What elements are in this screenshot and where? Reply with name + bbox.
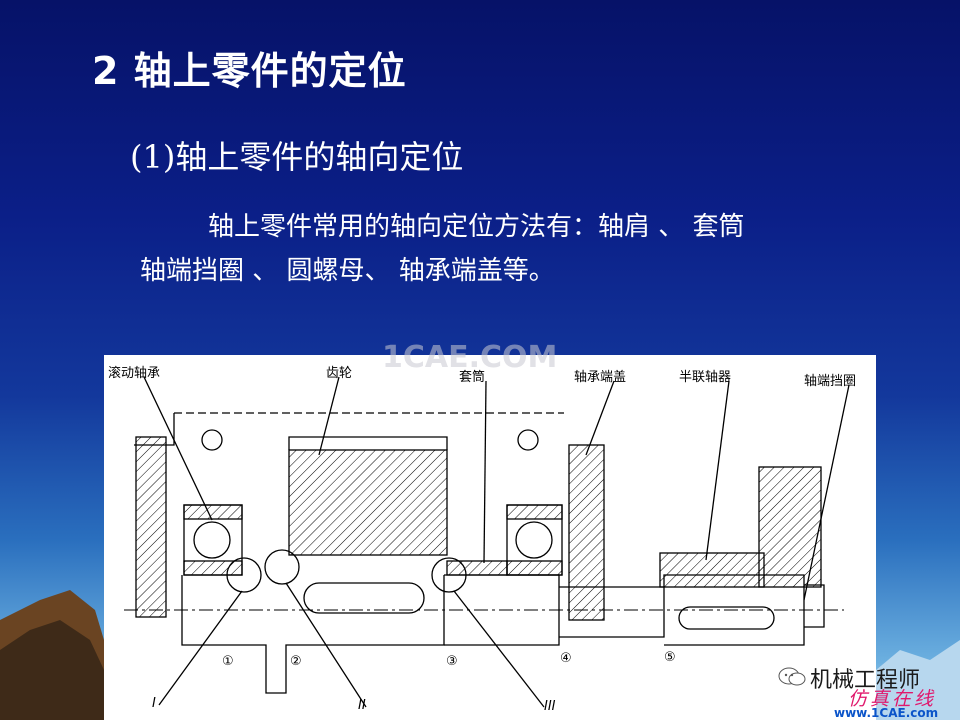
label-gear: 齿轮 (326, 366, 352, 381)
background-mountains (0, 590, 960, 720)
watermark: 1CAE.COM (382, 340, 558, 375)
section-III: III (544, 699, 556, 714)
position-number-1: ① (222, 654, 234, 669)
wechat-icon (778, 667, 806, 686)
label-sleeve: 套筒 (459, 369, 485, 385)
label-rolling-bearing: 滚动轴承 (108, 365, 160, 381)
label-half-coupling: 半联轴器 (679, 370, 731, 385)
label-bearing-cover: 轴承端盖 (574, 370, 626, 385)
brand-subtitle: 仿真在线 (848, 688, 937, 710)
position-number-3: ③ (446, 654, 458, 669)
slide-subtitle: (1)轴上零件的轴向定位 (130, 138, 464, 176)
position-number-5: ⑤ (664, 650, 676, 665)
section-II: II (358, 698, 366, 713)
position-number-4: ④ (560, 651, 572, 666)
brand-badge: 机械工程师 仿真在线 www.1CAE.com (774, 656, 960, 720)
body-line-2: 轴端挡圈 、 圆螺母、 轴承端盖等。 (140, 256, 555, 286)
shaft-assembly-drawing: 滚动轴承 齿轮 套筒 轴承端盖 半联轴器 轴端挡圈 ① ② ③ ④ ⑤ I II… (104, 355, 876, 720)
body-line-1: 轴上零件常用的轴向定位方法有：轴肩 、 套筒 (208, 212, 745, 242)
brand-url: www.1CAE.com (834, 706, 939, 720)
section-I: I (152, 696, 156, 711)
slide-title: 2 轴上零件的定位 (92, 49, 407, 93)
slide-body: 轴上零件常用的轴向定位方法有：轴肩 、 套筒 轴端挡圈 、 圆螺母、 轴承端盖等… (140, 205, 880, 293)
brand-name: 机械工程师 (810, 668, 921, 693)
label-shaft-end-ring: 轴端挡圈 (804, 374, 856, 389)
position-number-2: ② (290, 654, 302, 669)
